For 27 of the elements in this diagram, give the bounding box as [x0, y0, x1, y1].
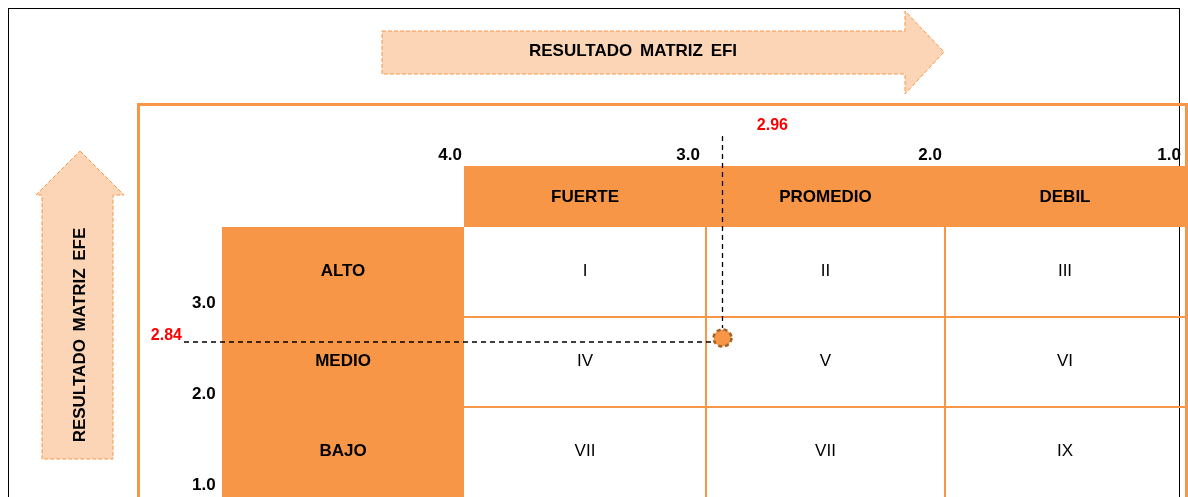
banner-label: RESULTADO MATRIZ EFE: [70, 227, 90, 443]
axis-tick-label: 2.0: [192, 384, 216, 404]
matrix-cell: VI: [945, 317, 1185, 407]
row-header: ALTO: [222, 227, 464, 317]
row-header: BAJO: [222, 407, 464, 497]
column-header: PROMEDIO: [706, 166, 945, 227]
guide-line: [721, 135, 724, 329]
column-header: DEBIL: [945, 166, 1185, 227]
value-label: 2.84: [138, 324, 182, 346]
value-label: 2.96: [720, 114, 788, 136]
axis-tick-label: 1.0: [192, 475, 216, 495]
row-header: MEDIO: [222, 317, 464, 407]
matrix-cell: IX: [945, 407, 1185, 497]
banner-label: RESULTADO MATRIZ EFI: [529, 41, 738, 61]
axis-tick-label: 3.0: [192, 293, 216, 313]
axis-tick-label: 3.0: [676, 145, 700, 165]
axis-tick-label: 4.0: [438, 145, 462, 165]
matrix-cell: VII: [706, 407, 945, 497]
matrix-cell: VII: [464, 407, 706, 497]
matrix-cell: I: [464, 227, 706, 317]
matrix-cell: III: [945, 227, 1185, 317]
guide-line: [183, 341, 713, 343]
column-header: FUERTE: [464, 166, 706, 227]
axis-tick-label: 2.0: [918, 145, 942, 165]
matrix-cell: II: [706, 227, 945, 317]
matrix-cell: V: [706, 317, 945, 407]
matrix-cell: IV: [464, 317, 706, 407]
